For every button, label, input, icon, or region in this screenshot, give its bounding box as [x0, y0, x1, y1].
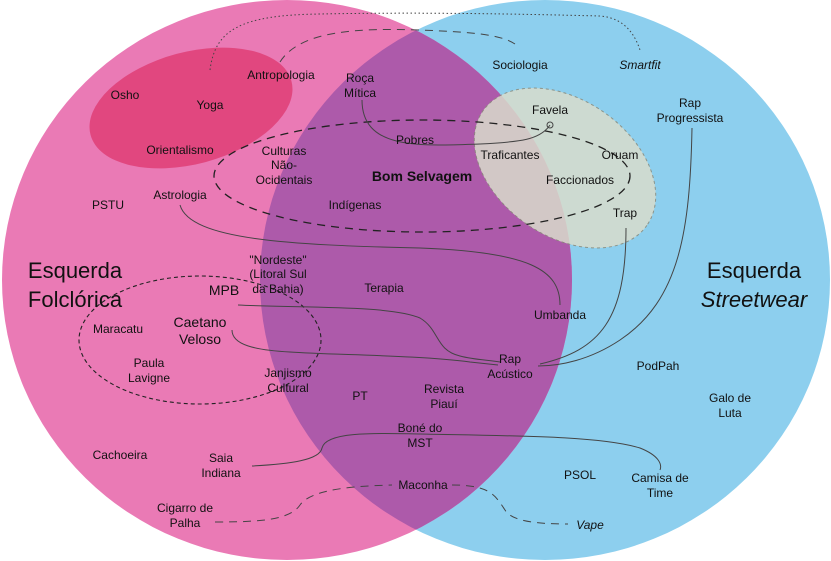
camisa-label-2: Time [647, 486, 674, 500]
maracatu-label: Maracatu [93, 322, 143, 336]
overlap-region [260, 0, 572, 560]
cigarro-label-1: Cigarro de [157, 501, 213, 515]
revista-label-1: Revista [424, 382, 464, 396]
nordeste-label-2: (Litoral Sul [249, 267, 306, 281]
galo-label-2: Luta [718, 406, 742, 420]
terapia-label: Terapia [364, 281, 404, 295]
caetano-label-2: Veloso [179, 331, 221, 347]
caetano-rap-link [231, 329, 499, 366]
maconha-vape-link [451, 484, 569, 525]
right-set-title-2: Streetwear [701, 287, 809, 312]
antropologia-label: Antropologia [247, 68, 315, 82]
maconha-label: Maconha [398, 478, 448, 492]
rap-progressista-label-2: Progressista [657, 111, 724, 125]
cachoeira-label: Cachoeira [93, 448, 148, 462]
paula-label-1: Paula [134, 356, 165, 370]
astrologia-umbanda-link [179, 204, 561, 306]
nordeste-label-1: "Nordeste" [249, 253, 306, 267]
mpb-boundary [78, 275, 322, 405]
smartfit-label: Smartfit [619, 58, 661, 72]
traficantes-label: Traficantes [481, 148, 540, 162]
rap-acustico-label-1: Rap [499, 352, 521, 366]
culturas-label-3: Ocidentais [256, 173, 313, 187]
bone-label-1: Boné do [398, 421, 443, 435]
bom-selvagem-label: Bom Selvagem [372, 168, 472, 184]
saia-label-2: Indiana [201, 466, 241, 480]
janjismo-label-2: Cultural [267, 381, 308, 395]
cigarro-label-2: Palha [170, 516, 201, 530]
favela-blob [473, 87, 657, 249]
roca-label-2: Mítica [344, 86, 376, 100]
spiritual-blob [89, 47, 293, 169]
favela-label: Favela [532, 103, 568, 117]
revista-label-2: Piauí [430, 397, 458, 411]
roca-label-1: Roça [346, 71, 374, 85]
mpb-rap-link [237, 304, 501, 363]
podpah-label: PodPah [637, 359, 680, 373]
saia-camisa-link [251, 433, 662, 471]
psol-label: PSOL [564, 468, 596, 482]
saia-label-1: Saia [209, 451, 233, 465]
oruam-label: Oruam [602, 148, 639, 162]
culturas-label-2: Não- [271, 158, 297, 172]
umbanda-label: Umbanda [534, 308, 586, 322]
rap-acustico-label-2: Acústico [487, 367, 533, 381]
mpb-label: MPB [209, 282, 239, 298]
vape-label: Vape [576, 518, 604, 532]
trap-link [539, 227, 627, 365]
galo-label-1: Galo de [709, 391, 751, 405]
left-set-title-2: Folclórica [28, 287, 123, 312]
roca-favela-link [361, 99, 551, 146]
paula-label-2: Lavigne [128, 371, 170, 385]
astrologia-label: Astrologia [153, 188, 207, 202]
camisa-label-1: Camisa de [631, 471, 689, 485]
pt-label: PT [352, 389, 368, 403]
nordeste-label-3: da Bahia) [252, 282, 303, 296]
janjismo-label-1: Janjismo [264, 366, 312, 380]
cigarro-maconha-link [214, 484, 393, 523]
antropologia-sociologia-link [279, 28, 516, 63]
yoga-label: Yoga [197, 98, 224, 112]
sociologia-label: Sociologia [492, 58, 548, 72]
right-set-title-1: Esquerda [707, 258, 802, 283]
bone-label-2: MST [407, 436, 433, 450]
orientalismo-label: Orientalismo [146, 143, 214, 157]
faccionados-label: Faccionados [546, 173, 614, 187]
pstu-label: PSTU [92, 198, 124, 212]
caetano-label-1: Caetano [174, 314, 227, 330]
bom-selvagem-boundary [213, 119, 631, 233]
left-set-title-1: Esquerda [28, 258, 123, 283]
pobres-label: Pobres [396, 133, 434, 147]
osho-label: Osho [111, 88, 140, 102]
connector-lines [179, 12, 693, 525]
rap-progressista-link [537, 127, 693, 367]
culturas-label-1: Culturas [262, 144, 307, 158]
trap-label: Trap [613, 206, 638, 220]
indigenas-label: Indígenas [329, 198, 382, 212]
rap-progressista-label-1: Rap [679, 96, 701, 110]
